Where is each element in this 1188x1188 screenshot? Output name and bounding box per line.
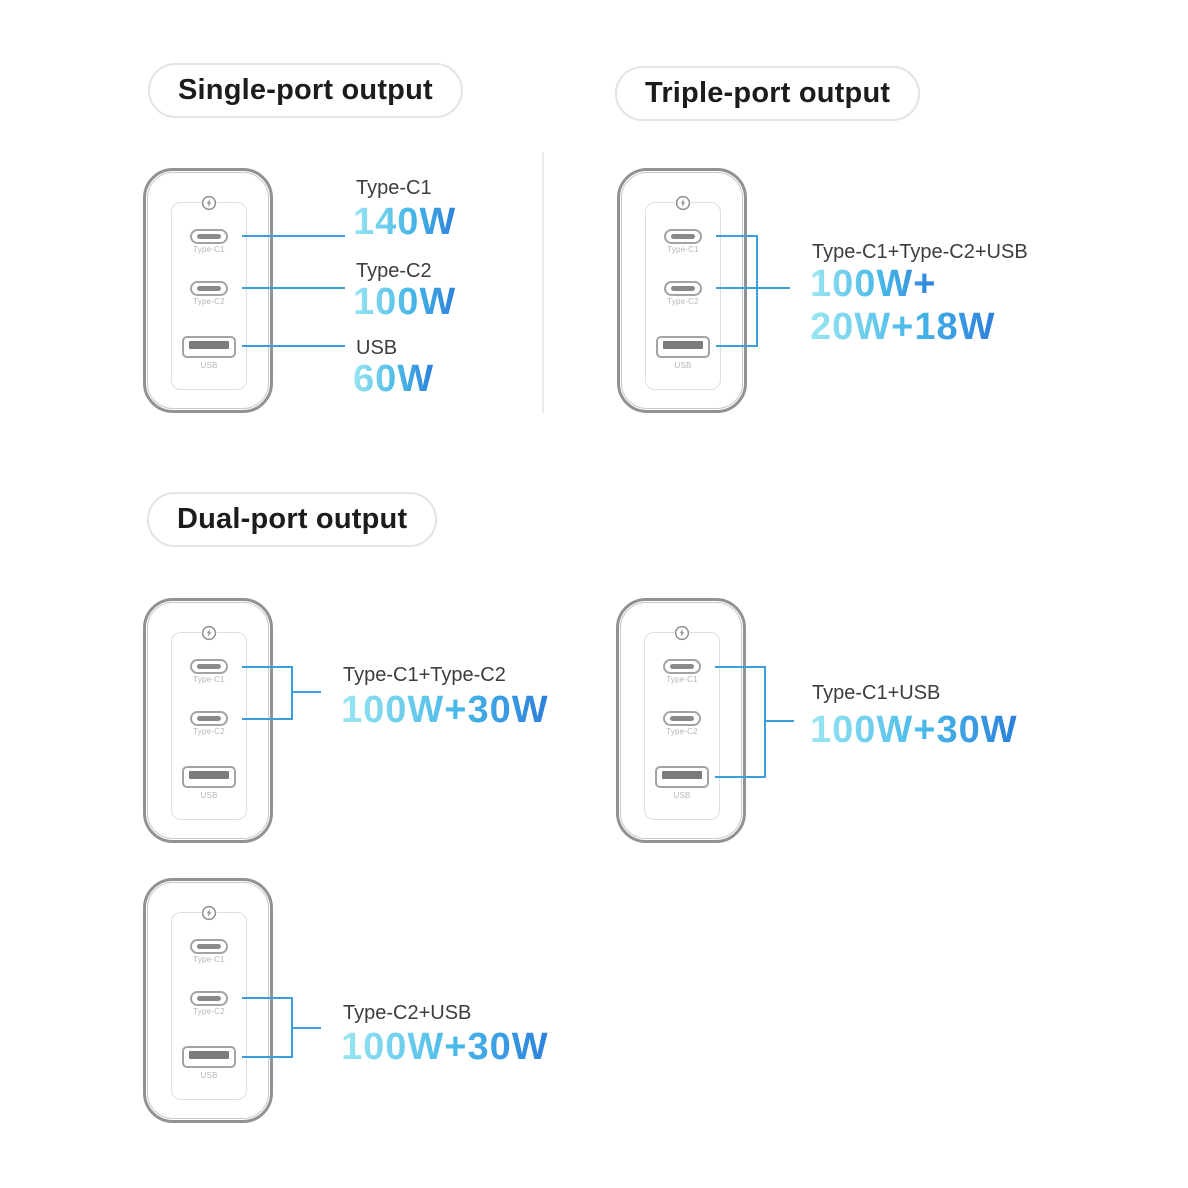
usb-port-label: USB: [673, 791, 691, 800]
output-label-c2: Type-C2: [356, 260, 432, 282]
connector-stub: [291, 1027, 321, 1029]
type-c2-port-label: Type-C2: [193, 1007, 225, 1016]
output-value-triple-line1: 100W+: [810, 263, 937, 305]
connector-bracket: [756, 235, 758, 347]
charger-faceplate: Type-C1 Type-C2 USB: [171, 195, 247, 390]
connector-line-c2: [716, 287, 790, 289]
type-c1-port: [663, 659, 701, 674]
fast-charge-logo-icon: [201, 625, 217, 641]
charger-device-triple: Type-C1 Type-C2 USB: [617, 168, 747, 413]
fast-charge-logo-icon: [201, 195, 217, 211]
connector-stub: [764, 720, 794, 722]
charger-faceplate: Type-C1 Type-C2 USB: [171, 625, 247, 820]
section-pill-dual-port: Dual-port output: [147, 492, 438, 547]
type-c1-port: [190, 939, 228, 954]
connector-stub: [291, 691, 321, 693]
charger-faceplate: Type-C1 Type-C2 USB: [171, 905, 247, 1100]
section-pill-single-port: Single-port output: [148, 63, 463, 118]
connector-line-c1: [715, 666, 766, 668]
type-c1-port-label: Type-C1: [193, 955, 225, 964]
usb-a-port: [656, 336, 710, 358]
connector-line-c1: [242, 666, 293, 668]
connector-line-c1: [716, 235, 758, 237]
charger-faceplate: Type-C1 Type-C2 USB: [645, 195, 721, 390]
connector-line-c2: [242, 718, 293, 720]
type-c1-port-label: Type-C1: [193, 245, 225, 254]
type-c2-port-label: Type-C2: [193, 727, 225, 736]
type-c1-port: [190, 659, 228, 674]
charger-device-dual-c1c2: Type-C1 Type-C2 USB: [143, 598, 273, 843]
type-c1-port-label: Type-C1: [667, 245, 699, 254]
connector-line-usb: [242, 345, 345, 347]
connector-line-usb: [715, 776, 766, 778]
charger-device-dual-c2usb: Type-C1 Type-C2 USB: [143, 878, 273, 1123]
connector-line-c1: [242, 235, 345, 237]
type-c2-port-label: Type-C2: [667, 297, 699, 306]
usb-a-port: [655, 766, 709, 788]
section-divider: [542, 152, 544, 413]
output-label-triple: Type-C1+Type-C2+USB: [812, 241, 1028, 263]
usb-port-label: USB: [200, 361, 218, 370]
charger-faceplate: Type-C1 Type-C2 USB: [644, 625, 720, 820]
type-c1-port: [190, 229, 228, 244]
usb-port-label: USB: [200, 791, 218, 800]
section-pill-triple-port: Triple-port output: [615, 66, 921, 121]
output-value-c2: 100W: [353, 281, 457, 323]
type-c2-port: [190, 991, 228, 1006]
type-c2-port-label: Type-C2: [193, 297, 225, 306]
usb-port-label: USB: [674, 361, 692, 370]
output-value-usb: 60W: [353, 358, 435, 400]
type-c2-port: [190, 711, 228, 726]
output-label-c1usb: Type-C1+USB: [812, 682, 941, 704]
connector-line-usb: [716, 345, 758, 347]
connector-line-c2: [242, 997, 293, 999]
output-label-c1: Type-C1: [356, 177, 432, 199]
usb-a-port: [182, 766, 236, 788]
type-c2-port: [663, 711, 701, 726]
charger-device-dual-c1usb: Type-C1 Type-C2 USB: [616, 598, 746, 843]
charger-device-single: Type-C1 Type-C2 USB: [143, 168, 273, 413]
output-label-usb: USB: [356, 337, 398, 359]
connector-bracket: [764, 666, 766, 778]
output-value-triple-line2: 20W+18W: [810, 306, 996, 348]
fast-charge-logo-icon: [201, 905, 217, 921]
output-label-c1c2: Type-C1+Type-C2: [343, 664, 506, 686]
output-label-c2usb: Type-C2+USB: [343, 1002, 472, 1024]
connector-line-c2: [242, 287, 345, 289]
usb-port-label: USB: [200, 1071, 218, 1080]
output-value-c1c2: 100W+30W: [341, 689, 549, 731]
usb-a-port: [182, 1046, 236, 1068]
type-c2-port: [190, 281, 228, 296]
type-c2-port: [664, 281, 702, 296]
connector-line-usb: [242, 1056, 293, 1058]
type-c1-port-label: Type-C1: [193, 675, 225, 684]
type-c1-port: [664, 229, 702, 244]
type-c1-port-label: Type-C1: [666, 675, 698, 684]
output-value-c1: 140W: [353, 201, 457, 243]
fast-charge-logo-icon: [674, 625, 690, 641]
usb-a-port: [182, 336, 236, 358]
connector-bracket: [291, 666, 293, 720]
type-c2-port-label: Type-C2: [666, 727, 698, 736]
output-value-c1usb: 100W+30W: [810, 709, 1018, 751]
output-value-c2usb: 100W+30W: [341, 1026, 549, 1068]
fast-charge-logo-icon: [675, 195, 691, 211]
